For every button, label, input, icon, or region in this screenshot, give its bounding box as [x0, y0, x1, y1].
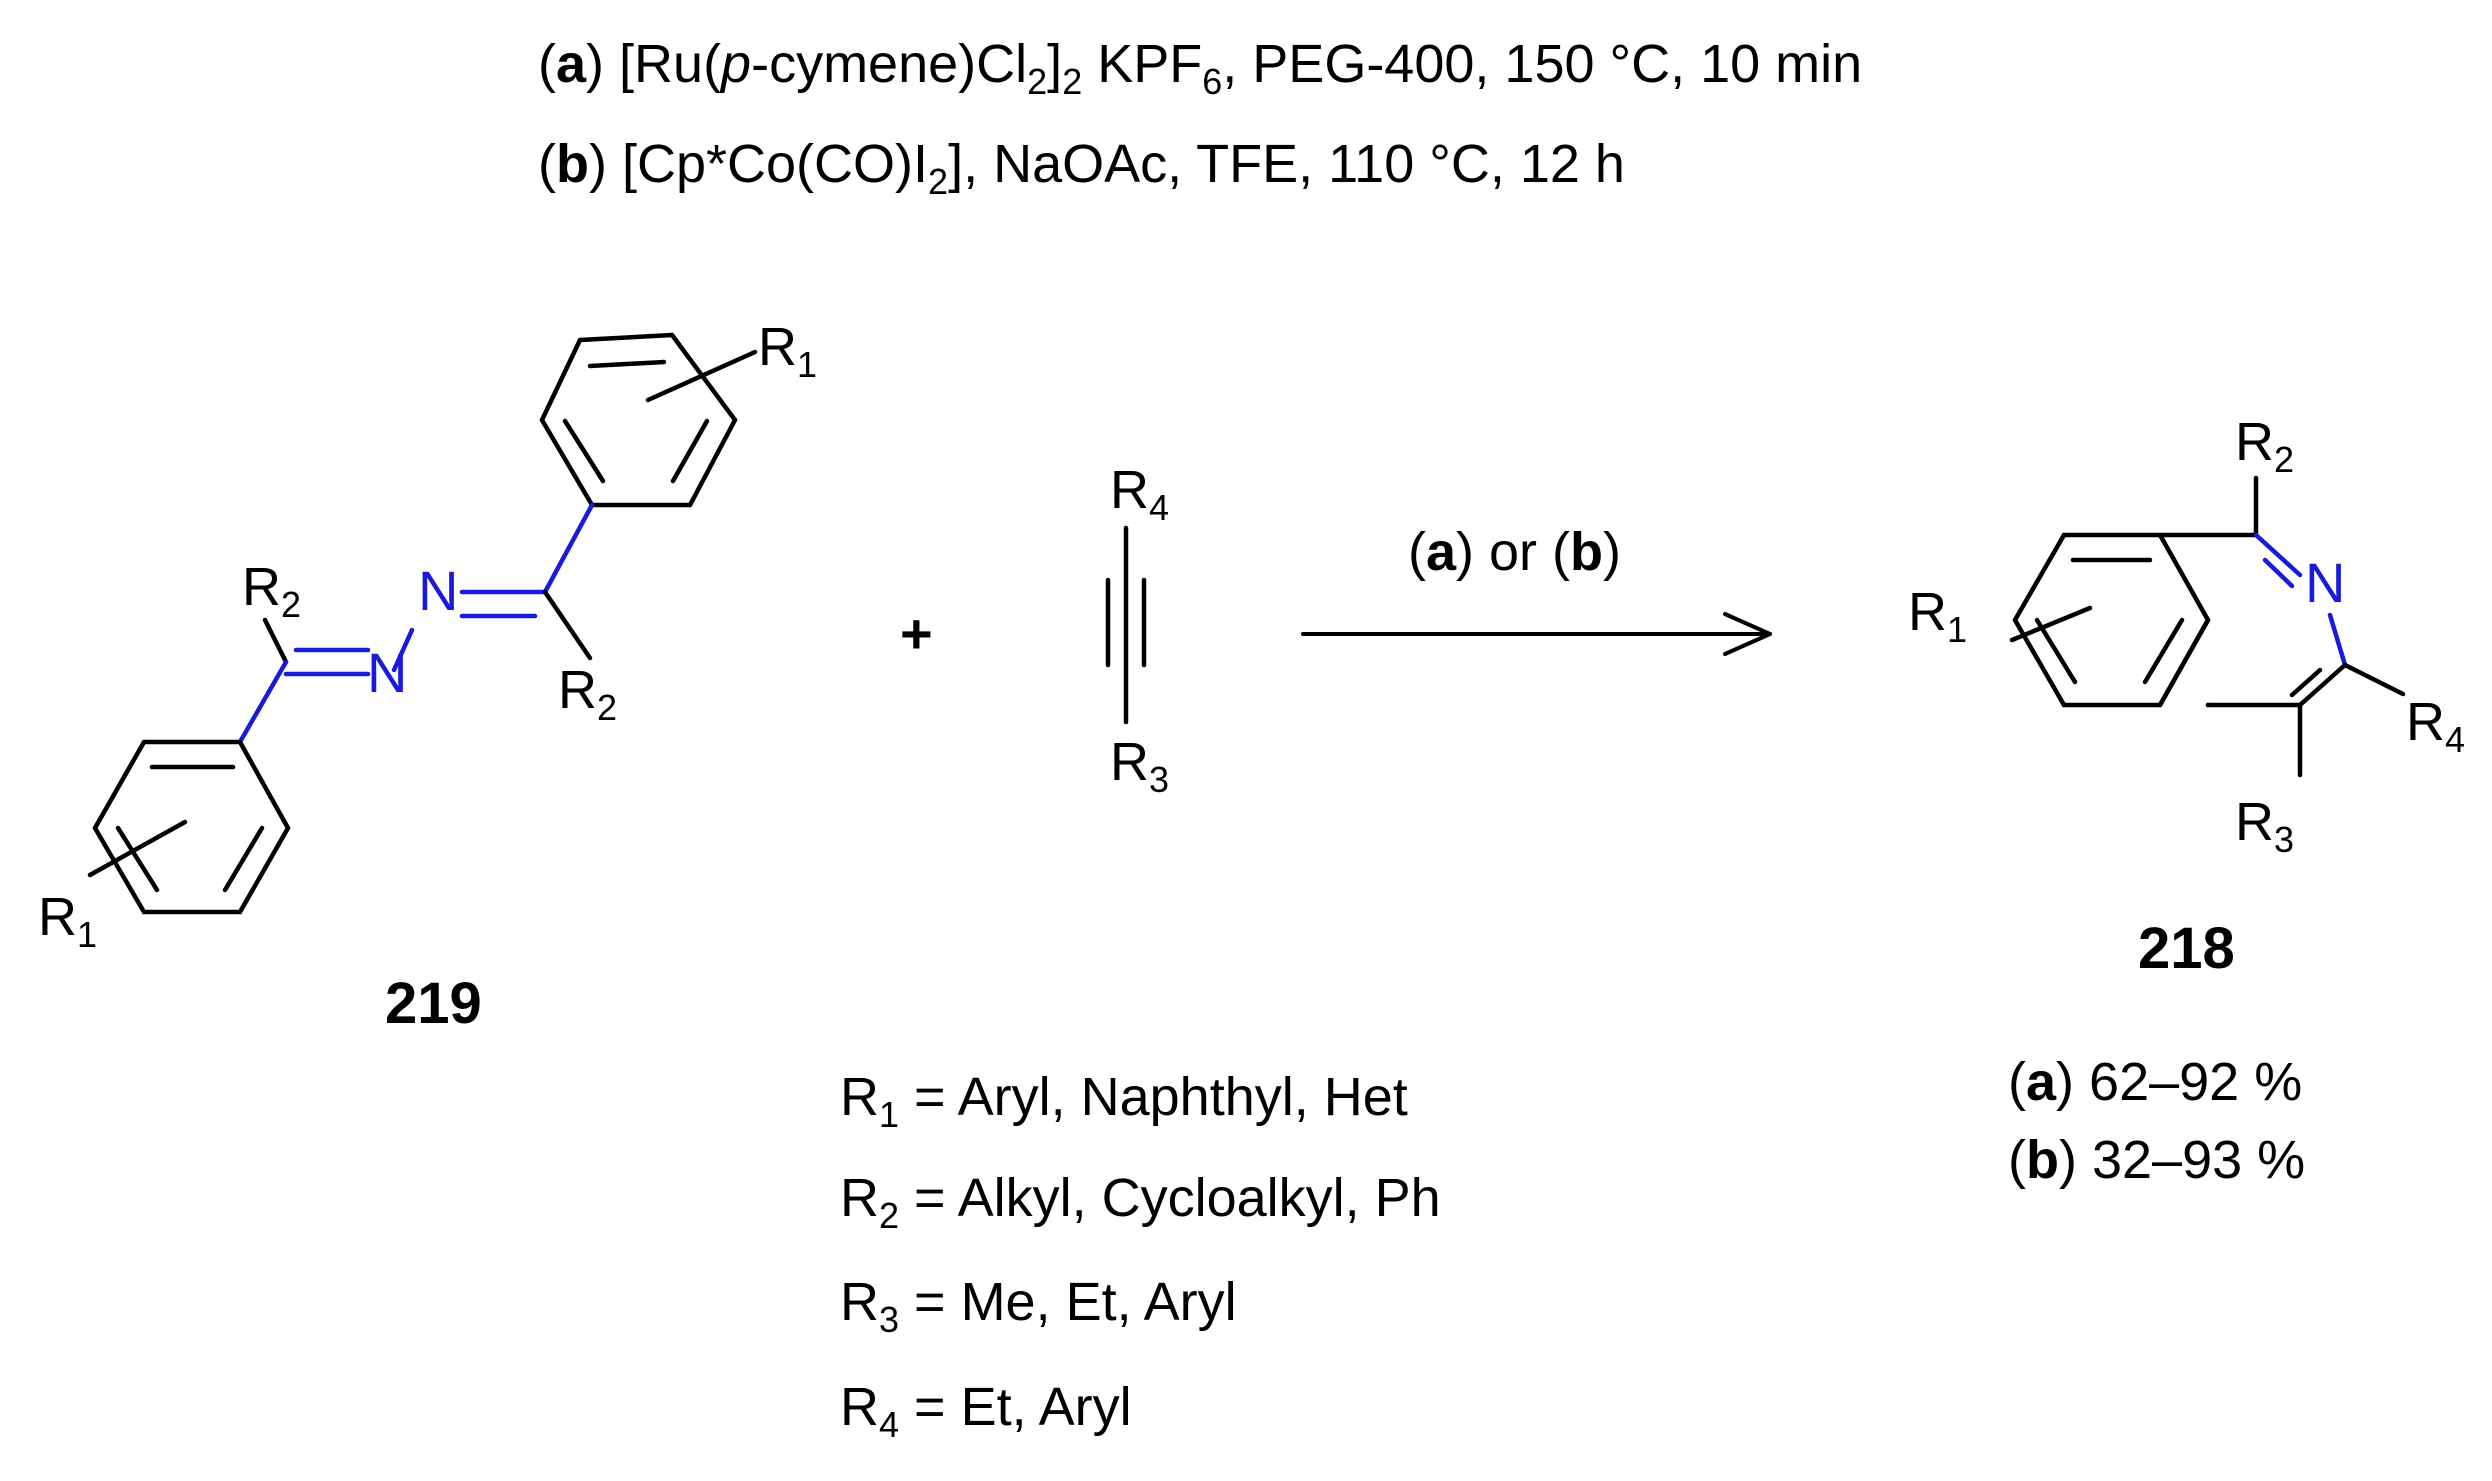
r3-alkyne-label: R3 — [1110, 732, 1169, 800]
substituent-r2: R2 = Alkyl, Cycloalkyl, Ph — [840, 1168, 1441, 1236]
yield-b: (b) 32–93 % — [2008, 1130, 2305, 1190]
substituent-r4: R4 = Et, Aryl — [840, 1377, 1132, 1445]
compound-number-218: 218 — [2138, 916, 2235, 981]
n-left-label: N — [367, 641, 407, 704]
n-right-label: N — [418, 559, 458, 622]
upper-phenyl-ring — [539, 332, 758, 508]
r2-right-label: R2 — [558, 660, 617, 728]
substituent-definitions: R1 = Aryl, Naphthyl, Het R2 = Alkyl, Cyc… — [840, 1067, 1441, 1445]
condition-b: (b) [Cp*Co(CO)I2], NaOAc, TFE, 110 °C, 1… — [538, 134, 1625, 202]
yield-a: (a) 62–92 % — [2008, 1052, 2302, 1112]
r1-top-label: R1 — [758, 317, 817, 385]
reactant-219: R1 R2 N N R2 R1 — [38, 317, 817, 1036]
product-218: R2 N R4 R3 R1 218 — [1908, 412, 2465, 981]
r2-product-label: R2 — [2235, 412, 2294, 480]
substituent-r1: R1 = Aryl, Naphthyl, Het — [840, 1067, 1408, 1135]
yields: (a) 62–92 % (b) 32–93 % — [2008, 1052, 2305, 1190]
azine-chain — [283, 502, 595, 677]
conditions: (a) [Ru(p-cymene)Cl2]2 KPF6, PEG-400, 15… — [538, 34, 1862, 202]
plus-sign: + — [900, 602, 933, 665]
r1-bottom-label: R1 — [38, 887, 97, 955]
compound-number-219: 219 — [385, 971, 482, 1036]
r2-left-label: R2 — [242, 557, 301, 625]
r1-product-label: R1 — [1908, 582, 1967, 650]
condition-a: (a) [Ru(p-cymene)Cl2]2 KPF6, PEG-400, 15… — [538, 34, 1862, 102]
substituent-r3: R3 = Me, Et, Aryl — [840, 1272, 1237, 1340]
n-product-label: N — [2305, 551, 2345, 614]
reaction-arrow: (a) or (b) — [1301, 522, 1772, 656]
arrow-label: (a) or (b) — [1408, 522, 1621, 582]
r4-alkyne-label: R4 — [1110, 460, 1169, 528]
r3-product-label: R3 — [2235, 792, 2294, 860]
lower-phenyl-ring — [87, 739, 291, 915]
alkyne: R4 R3 — [1105, 460, 1169, 800]
r4-product-label: R4 — [2406, 692, 2465, 760]
